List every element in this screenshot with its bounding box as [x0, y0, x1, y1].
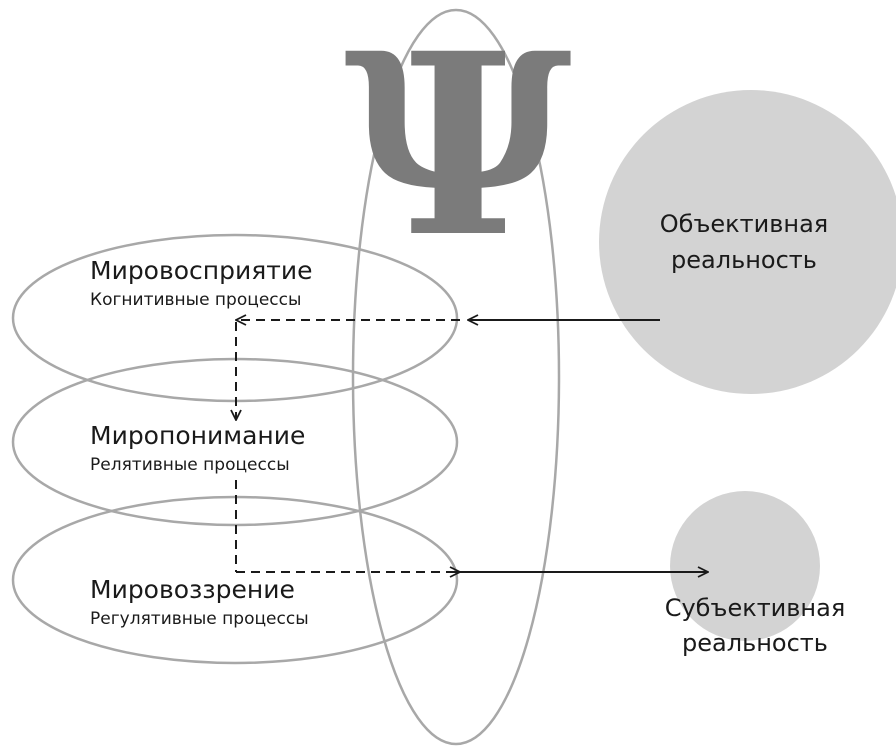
level-title-worldview: Мировоззрение: [90, 575, 295, 604]
level-subtitle-worldview: Регулятивные процессы: [90, 609, 309, 629]
objective-reality-label-line1: Объективная: [660, 210, 828, 238]
subjective-reality-label-line1: Субъективная: [665, 594, 846, 622]
psi-symbol: Ψ: [344, 0, 572, 292]
level-subtitle-understanding: Релятивные процессы: [90, 455, 290, 475]
objective-reality-circle: [599, 90, 896, 394]
level-subtitle-perception: Когнитивные процессы: [90, 290, 301, 310]
psyche-ellipse: [351, 8, 561, 746]
level-title-understanding: Миропонимание: [90, 421, 305, 450]
objective-reality-label-line2: реальность: [671, 246, 817, 274]
level-title-perception: Мировосприятие: [90, 256, 312, 285]
subjective-reality-circle: [670, 491, 820, 641]
subjective-reality-label-line2: реальность: [682, 629, 828, 657]
